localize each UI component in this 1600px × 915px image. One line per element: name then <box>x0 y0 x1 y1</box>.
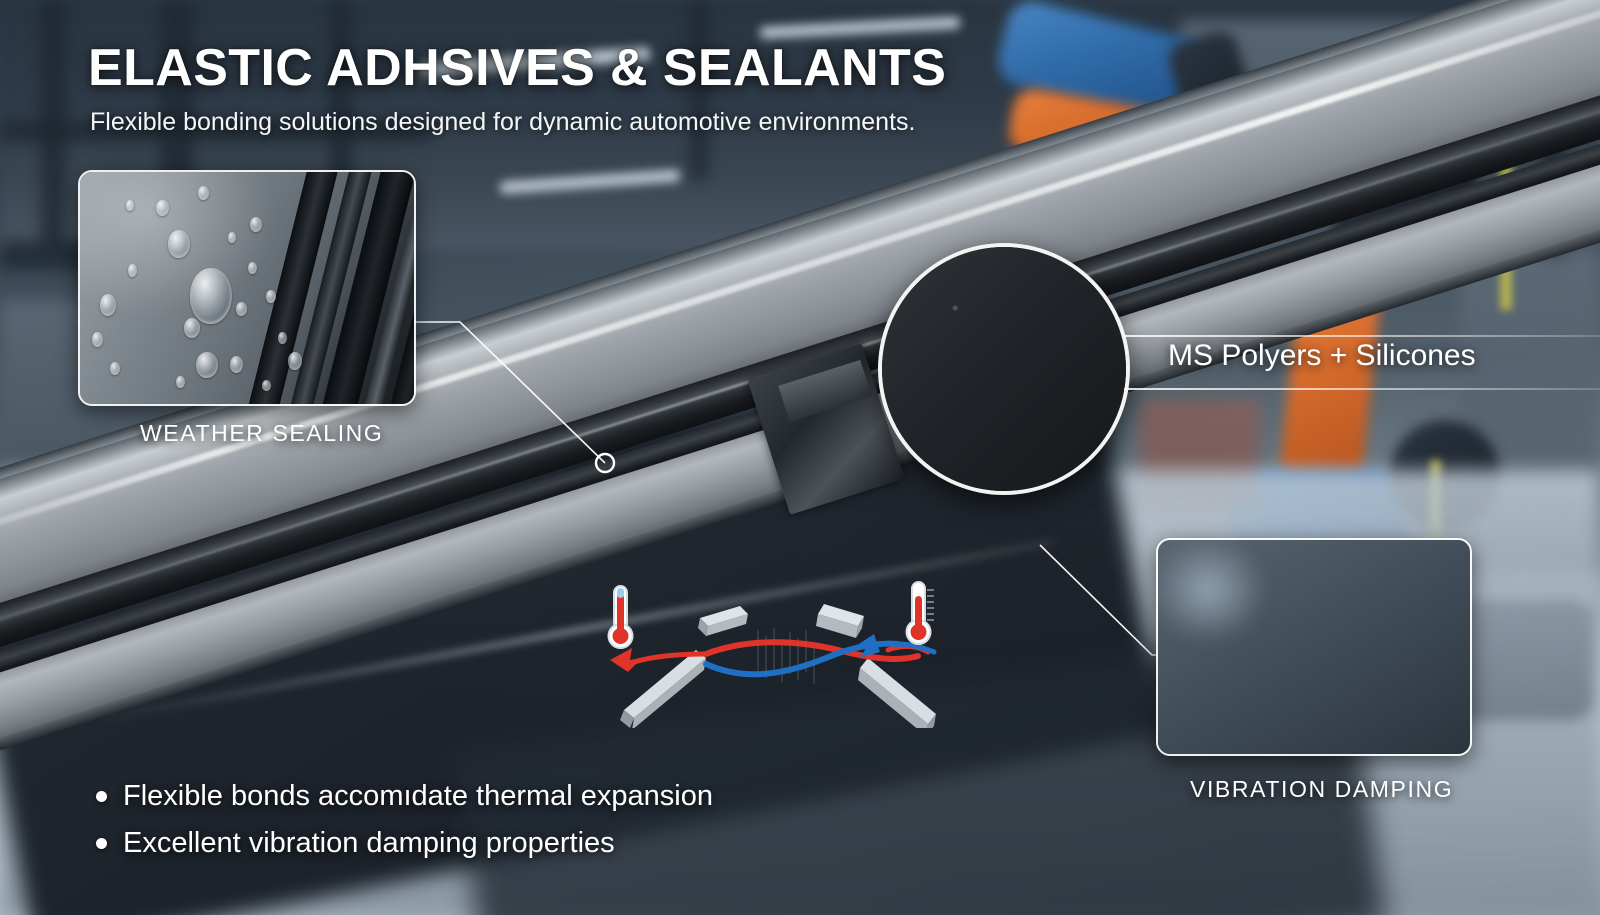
list-item-label: Flexible bonds accomıdate thermal expans… <box>123 780 713 812</box>
metal-bar <box>816 604 864 638</box>
material-label: MS Polyers + Silicones <box>1168 339 1476 372</box>
contraction-arrowhead-blue <box>856 634 880 658</box>
expansion-arrowhead-red <box>610 648 642 672</box>
list-item-label: Excellent vibration damping properties <box>123 827 615 859</box>
metal-bar <box>698 606 748 636</box>
page-subtitle: Flexible bonding solutions designed for … <box>90 108 916 136</box>
thermometer-cold-icon <box>905 581 934 645</box>
vibration-damping-image-card[interactable] <box>1156 538 1472 756</box>
material-callout-line-bottom <box>1124 388 1600 390</box>
list-item: Excellent vibration damping properties <box>96 827 713 860</box>
expansion-arrow-red <box>703 639 921 662</box>
thermal-expansion-arrows-icon <box>588 578 956 736</box>
material-callout-line-top <box>1124 335 1600 337</box>
backdrop-glow <box>1158 540 1268 644</box>
polymer-mesh-texture <box>882 247 1126 491</box>
page-title: ELASTIC ADHSIVES & SEALANTS <box>88 39 947 97</box>
weather-sealing-image-card[interactable] <box>78 170 416 406</box>
bullet-dot-icon <box>96 791 107 802</box>
weather-sealing-label: WEATHER SEALING <box>140 420 384 446</box>
metal-bar <box>620 650 706 730</box>
thermometer-hot-icon <box>607 585 634 649</box>
bullet-dot-icon <box>96 838 107 849</box>
list-item: Flexible bonds accomıdate thermal expans… <box>96 780 713 813</box>
polymer-mesh-magnifier-icon[interactable] <box>878 243 1130 495</box>
ceiling-beam <box>330 0 352 210</box>
vibration-damping-label: VIBRATION DAMPING <box>1190 776 1454 802</box>
benefits-list: Flexible bonds accomıdate thermal expans… <box>96 780 713 874</box>
ceiling-beam <box>690 0 708 180</box>
metal-bar <box>858 658 936 736</box>
ceiling-beam <box>0 120 430 142</box>
